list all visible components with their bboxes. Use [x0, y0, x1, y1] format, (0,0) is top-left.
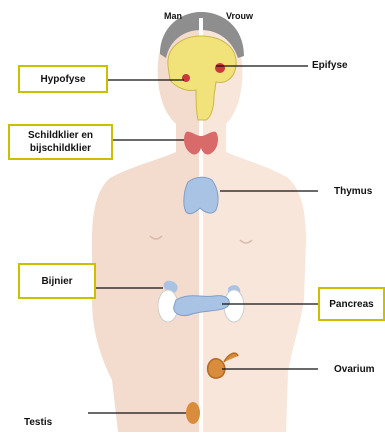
male-header: Man [164, 11, 182, 22]
schildklier-label: Schildklier en bijschildklier [8, 124, 113, 160]
ovarium-label: Ovarium [334, 364, 375, 377]
pineal-gland [215, 63, 225, 73]
schildklier-line-1: Schildklier en [28, 129, 93, 142]
pancreas-label: Pancreas [318, 287, 385, 321]
testis-label: Testis [24, 417, 52, 430]
schildklier-line-2: bijschildklier [30, 142, 91, 155]
pituitary-gland [182, 74, 190, 82]
thymus-gland [184, 177, 218, 213]
testis-organ [186, 402, 200, 424]
female-header: Vrouw [226, 11, 253, 22]
thymus-label: Thymus [334, 186, 372, 199]
epifyse-label: Epifyse [312, 60, 348, 73]
hypofyse-label: Hypofyse [18, 65, 108, 93]
bijnier-label: Bijnier [18, 263, 96, 299]
